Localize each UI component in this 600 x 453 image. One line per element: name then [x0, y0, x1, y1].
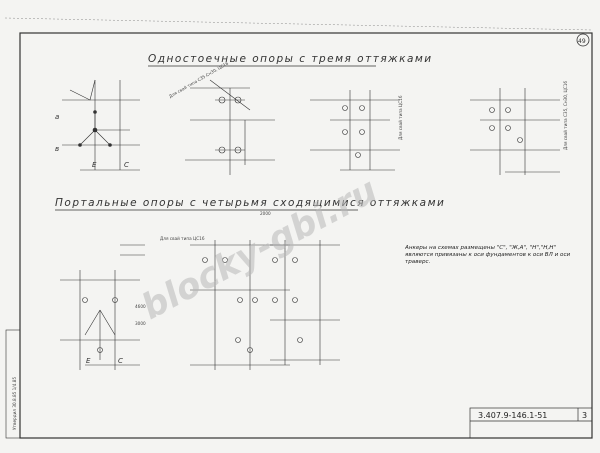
title-block [469, 407, 593, 439]
diagram-6 [190, 240, 290, 370]
axis-letter-v: в [55, 145, 59, 153]
diagram-2 [185, 79, 275, 175]
sheet-number-top: 49 [578, 38, 586, 45]
dim-text-5: С [118, 357, 123, 365]
foundation-label-3: Для свай типа С35, Сн30, ЦС16 [563, 81, 568, 150]
diagram-3 [310, 90, 400, 171]
diagram-4 [470, 88, 560, 175]
foundation-label-4: Для свай типа ЦС16 [160, 236, 205, 241]
sheet-number-circle [576, 33, 590, 47]
sheet-no: 3 [582, 411, 587, 420]
diagram-7 [270, 240, 340, 365]
doc-code: 3.407.9-146.1-51 [478, 411, 547, 420]
diagram-1 [62, 79, 140, 171]
title-bottom: Портальные опоры с четырьмя сходящимися … [55, 197, 445, 209]
axis-letter-a: а [55, 113, 59, 121]
foundation-label-2: Для свай типа ЦС16 [398, 95, 403, 140]
dim-text-4: Е [86, 357, 91, 365]
sheet-frame [19, 32, 593, 439]
dim-text-1: 4600 [135, 304, 146, 309]
diagram-5 [60, 244, 145, 370]
watermark: blocky-gbi.ru [135, 171, 383, 328]
title-top: Одностоечные опоры с тремя оттяжками [148, 53, 433, 65]
dim-text-3: 2000 [260, 211, 271, 216]
axis-letter-e: Е [92, 161, 97, 169]
note-text: Анкеры на схемах размещены "С", "Ж,А", "… [405, 245, 571, 265]
note-block: Анкеры на схемах размещены "С", "Ж,А", "… [405, 245, 571, 265]
dim-text-2: 3000 [135, 321, 146, 326]
left-margin-box [5, 329, 21, 439]
left-margin-text: Утвердил 30.8.85 1/4.85 [12, 377, 17, 430]
axis-letter-c: С [124, 161, 129, 169]
